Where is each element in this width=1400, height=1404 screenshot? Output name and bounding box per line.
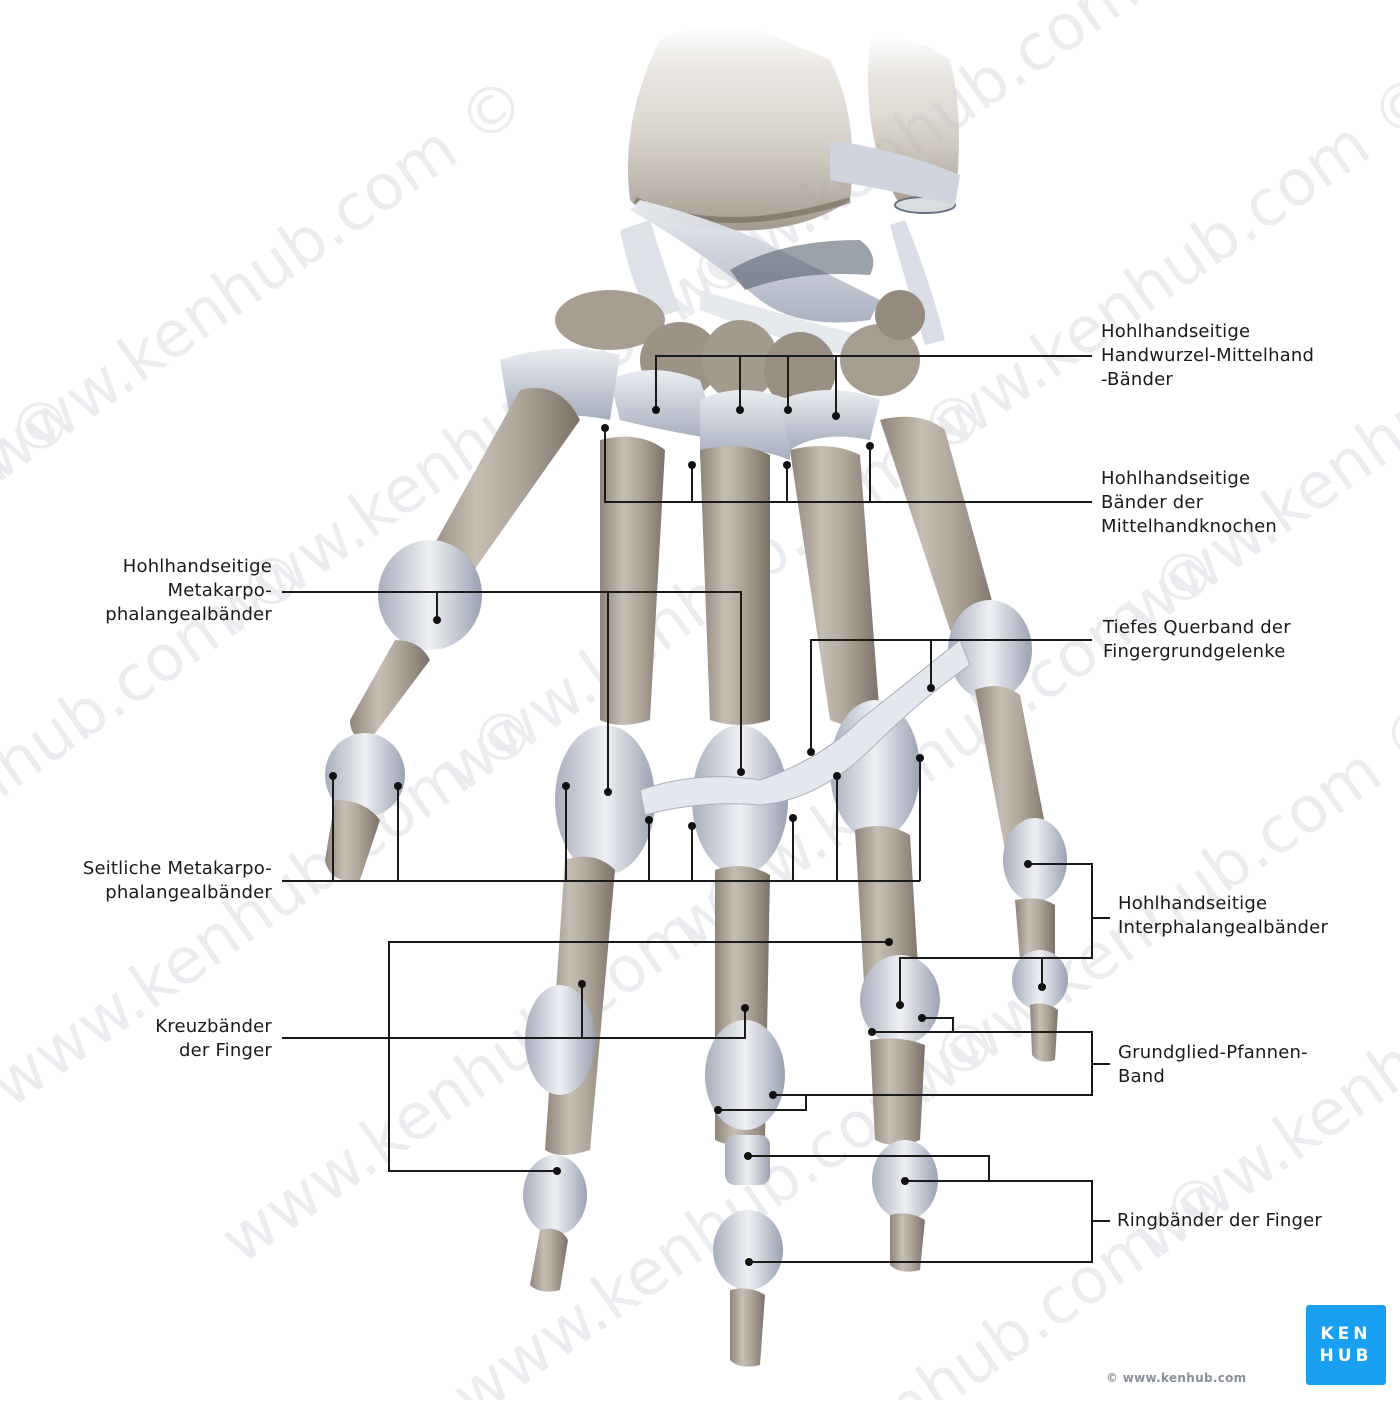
label-palmar-ip-ligaments: Hohlhandseitige Interphalangealbänder [1118, 893, 1329, 938]
thumb [325, 388, 580, 881]
label-collateral-mcp-ligaments: Seitliche Metakarpo- phalangealbänder [82, 858, 272, 903]
label-annular-ligaments: Ringbänder der Finger [1117, 1210, 1323, 1231]
kenhub-logo: KEN HUB [1306, 1305, 1386, 1385]
label-cruciate-ligaments: Kreuzbänder der Finger [155, 1016, 272, 1061]
label-palmar-mcp-ligaments: Hohlhandseitige Metakarpo- phalangealbän… [105, 556, 272, 625]
label-deep-transverse-ligament: Tiefes Querband der Fingergrundgelenke [1103, 617, 1291, 662]
logo-line-2: HUB [1319, 1346, 1373, 1366]
logo-line-1: KEN [1320, 1324, 1372, 1344]
little-finger [880, 416, 1068, 1062]
copyright-notice: © www.kenhub.com [1106, 1371, 1247, 1385]
forearm-bones [628, 26, 959, 231]
label-metacarpal-ligaments: Hohlhandseitige Bänder der Mittelhandkno… [1101, 468, 1278, 537]
wrist-ligaments [620, 140, 960, 360]
leader-lines [282, 355, 1110, 1266]
ring-finger [790, 446, 940, 1272]
index-finger [523, 436, 665, 1292]
deep-transverse-ligament [639, 639, 971, 816]
label-phalanx-glenoid-ligament: Grundglied-Pfannen- Band [1118, 1042, 1308, 1087]
label-carpometacarpal-ligaments: Hohlhandseitige Handwurzel-Mittelhand -B… [1101, 321, 1315, 390]
